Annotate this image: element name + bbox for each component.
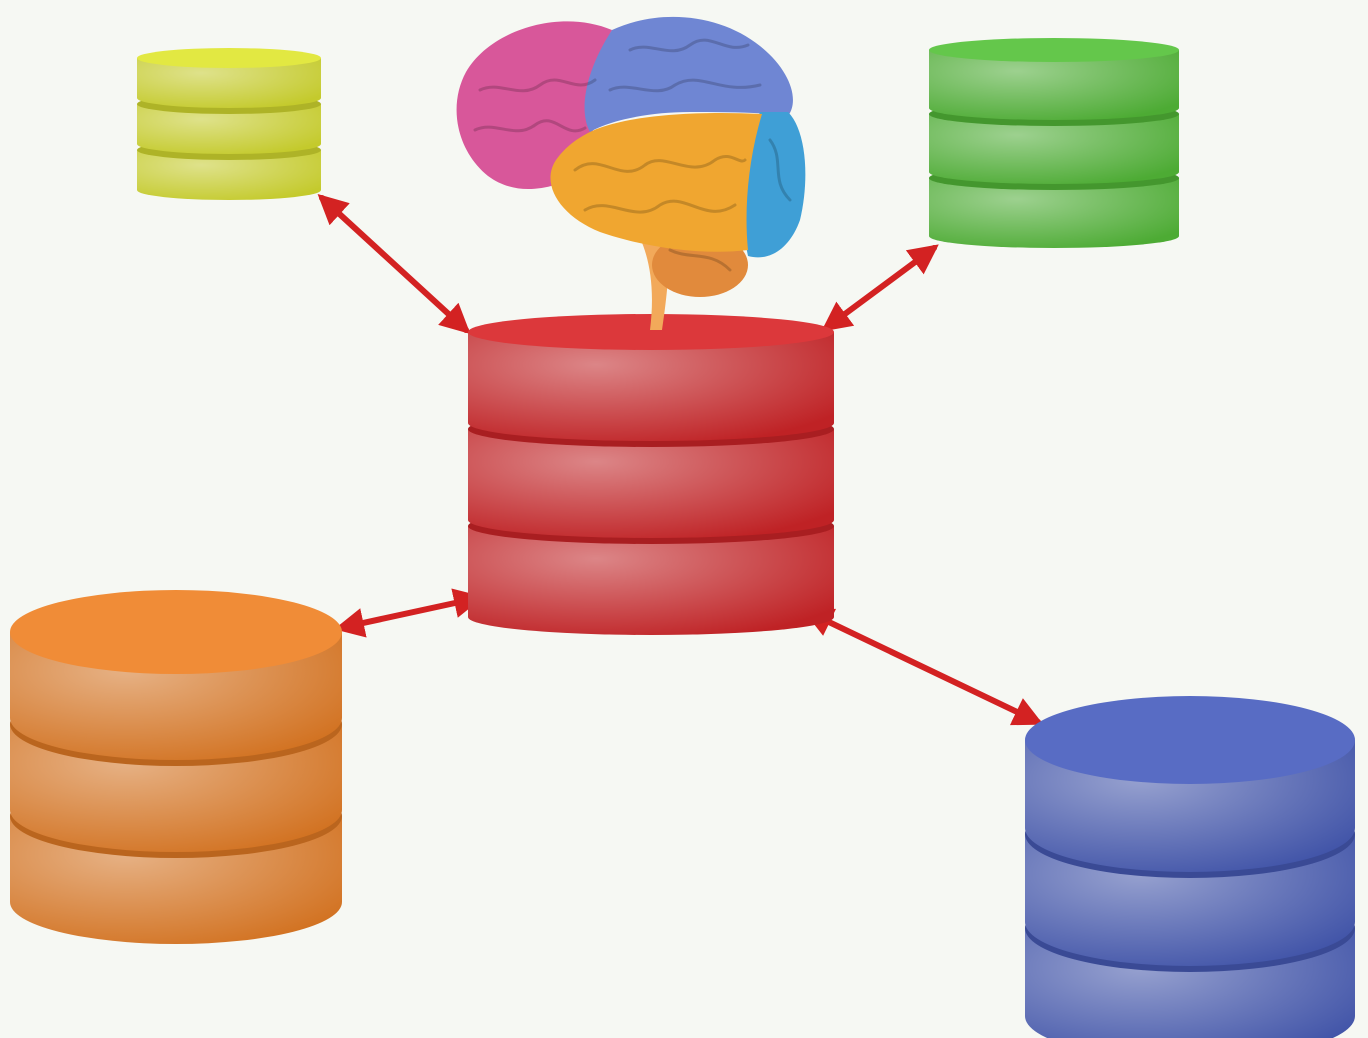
yellow-database [137, 48, 321, 200]
orange-database [10, 590, 342, 944]
green-database-layer-shine [929, 178, 1179, 248]
parietal-lobe [584, 16, 793, 133]
blue-database-layer-top [1025, 696, 1355, 784]
central-database-layer-shine [468, 526, 834, 635]
connection-arrows [317, 193, 1044, 726]
central-database [468, 314, 834, 635]
database-cylinders [10, 38, 1355, 1038]
brain-illustration [456, 16, 806, 330]
arrow-to-yellow-database [317, 193, 471, 335]
green-database [929, 38, 1179, 248]
yellow-database-layer-top [137, 48, 321, 68]
arrow-to-orange-database [334, 588, 484, 638]
arrow-to-green-database [821, 244, 939, 332]
temporal-lobe [550, 112, 762, 252]
occipital-lobe [743, 112, 806, 258]
green-database-layer-top [929, 38, 1179, 62]
yellow-database-layer-shine [137, 58, 321, 108]
brain-folds [473, 38, 792, 272]
orange-database-layer-top [10, 590, 342, 674]
blue-database [1025, 696, 1355, 1038]
central-database-layer-shine [468, 332, 834, 441]
green-database-layer-shine [929, 50, 1179, 120]
central-database-layer-shine [468, 429, 834, 538]
green-database-layer-shine [929, 114, 1179, 184]
yellow-database-layer-shine [137, 104, 321, 154]
arrow-to-blue-database [802, 608, 1044, 726]
central-database-layer-top [468, 314, 834, 350]
yellow-database-layer-shine [137, 150, 321, 200]
